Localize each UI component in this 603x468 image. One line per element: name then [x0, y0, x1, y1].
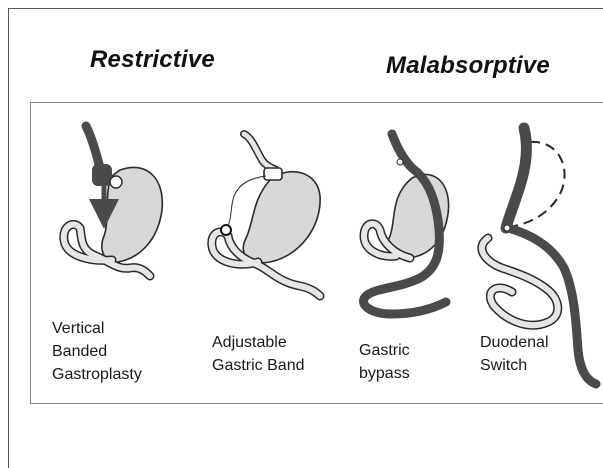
- agb-stomach: [243, 172, 320, 263]
- agb-band: [264, 168, 282, 180]
- ds-anastomosis: [504, 225, 510, 231]
- caption-line: Gastric: [359, 339, 410, 362]
- caption-gastric-bypass: Gastric bypass: [359, 339, 410, 385]
- caption-line: Gastric Band: [212, 354, 304, 377]
- agb-illustration: [212, 134, 320, 296]
- caption-line: Switch: [480, 354, 549, 377]
- gastric-bypass-illustration: [364, 134, 449, 314]
- caption-line: Gastroplasty: [52, 363, 142, 386]
- gb-anastomosis: [397, 159, 403, 165]
- caption-line: Duodenal: [480, 331, 549, 354]
- caption-line: Adjustable: [212, 331, 304, 354]
- caption-line: Vertical: [52, 317, 142, 340]
- vbg-band-ring: [110, 176, 122, 188]
- caption-duodenal-switch: Duodenal Switch: [480, 331, 549, 377]
- caption-vertical-banded-gastroplasty: Vertical Banded Gastroplasty: [52, 317, 142, 386]
- vbg-illustration: [64, 126, 163, 276]
- agb-port: [221, 225, 231, 235]
- vbg-pouch: [92, 164, 112, 186]
- ds-sleeve-stomach: [506, 128, 526, 228]
- vbg-esophagus: [86, 126, 100, 168]
- caption-line: bypass: [359, 362, 410, 385]
- caption-line: Banded: [52, 340, 142, 363]
- caption-adjustable-gastric-band: Adjustable Gastric Band: [212, 331, 304, 377]
- procedures-illustration: [0, 0, 603, 458]
